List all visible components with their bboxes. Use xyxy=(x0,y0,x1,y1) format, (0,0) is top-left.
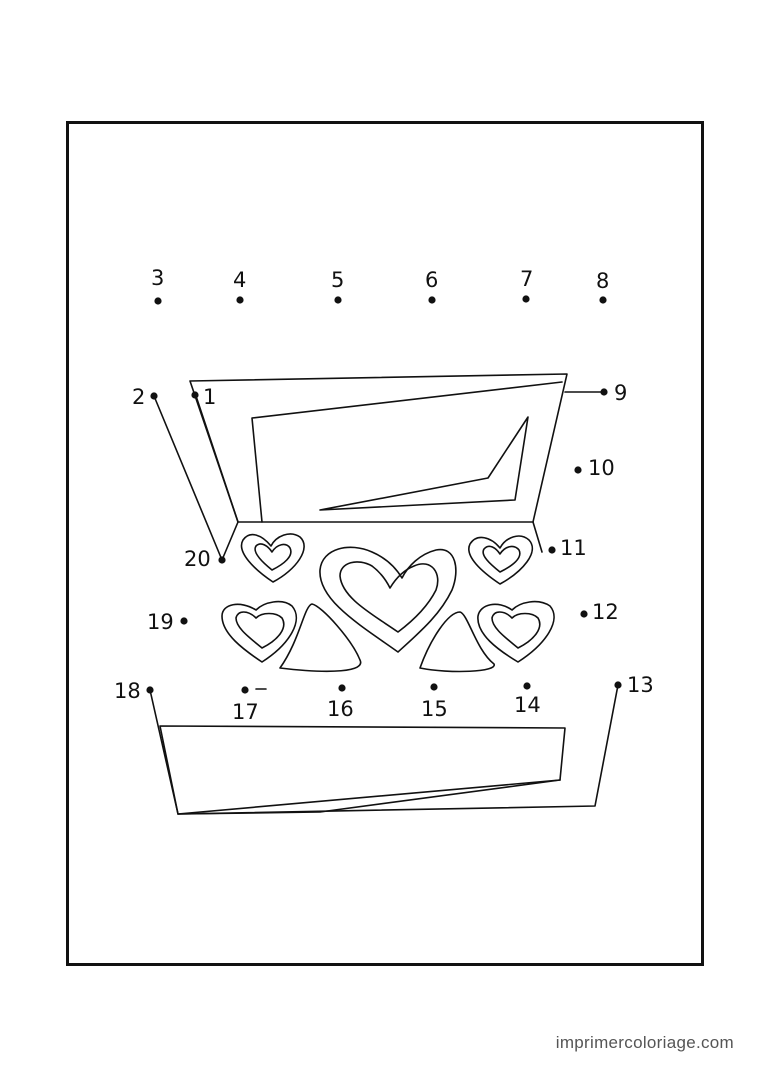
lid-fold xyxy=(319,416,529,511)
dot-11 xyxy=(548,546,556,554)
dot-2 xyxy=(150,392,158,400)
dot-label-11: 11 xyxy=(560,536,587,560)
dots xyxy=(146,295,622,694)
petal-right xyxy=(419,611,495,673)
dot-label-6: 6 xyxy=(425,268,438,292)
heart-small-right-top-inner xyxy=(482,545,521,573)
dot-label-9: 9 xyxy=(614,381,627,405)
dot-10 xyxy=(574,466,582,474)
dot-6 xyxy=(428,296,436,304)
dot-label-5: 5 xyxy=(331,268,344,292)
heart-big xyxy=(319,546,457,653)
basket-base-sides xyxy=(149,684,619,815)
dot-label-20: 20 xyxy=(184,547,211,571)
dot-label-16: 16 xyxy=(327,697,354,721)
dot-16 xyxy=(338,684,346,692)
dot-7 xyxy=(522,295,530,303)
dot-label-12: 12 xyxy=(592,600,619,624)
dot-14 xyxy=(523,682,531,690)
dot-13 xyxy=(614,681,622,689)
basket-base-front xyxy=(159,725,566,815)
dot-label-1: 1 xyxy=(203,385,216,409)
dot-8 xyxy=(599,296,607,304)
dot-labels: 1 2 3 4 5 6 7 8 9 10 11 12 13 14 15 16 1… xyxy=(114,266,654,724)
dot-9 xyxy=(600,388,608,396)
dot-label-15: 15 xyxy=(421,697,448,721)
dot-label-10: 10 xyxy=(588,456,615,480)
dot-label-8: 8 xyxy=(596,269,609,293)
dot-4 xyxy=(236,296,244,304)
dot-label-7: 7 xyxy=(520,267,533,291)
dot-15 xyxy=(430,683,438,691)
dot-label-19: 19 xyxy=(147,610,174,634)
basket-outline xyxy=(149,373,619,815)
heart-big-inner xyxy=(339,561,439,633)
lid-inner-panel xyxy=(251,381,563,523)
dot-12 xyxy=(580,610,588,618)
dot-1 xyxy=(191,391,199,399)
petal-left xyxy=(279,603,362,673)
heart-mid-right-inner xyxy=(491,611,541,649)
line-2-20 xyxy=(153,395,223,561)
trim-band xyxy=(221,521,543,561)
dot-19 xyxy=(180,617,188,625)
dot-label-4: 4 xyxy=(233,268,246,292)
heart-small-left-top-inner xyxy=(254,543,292,571)
dot-label-14: 14 xyxy=(514,693,541,717)
dot-label-3: 3 xyxy=(151,266,164,290)
dot-label-2: 2 xyxy=(132,385,145,409)
site-credit: imprimercoloriage.com xyxy=(555,1033,734,1052)
dot-3 xyxy=(154,297,162,305)
dot-17 xyxy=(241,686,249,694)
heart-small-left-top xyxy=(240,533,305,583)
dot-18 xyxy=(146,686,154,694)
page-border xyxy=(66,121,704,966)
dot-5 xyxy=(334,296,342,304)
heart-small-right-top xyxy=(468,535,534,585)
dot-20 xyxy=(218,556,226,564)
dot-label-17: 17 xyxy=(232,700,259,724)
heart-mid-left-inner xyxy=(235,611,285,649)
dot-label-13: 13 xyxy=(627,673,654,697)
basket-base-fold xyxy=(177,779,561,815)
dot-label-18: 18 xyxy=(114,679,141,703)
heart-mid-left xyxy=(221,600,298,663)
heart-mid-right xyxy=(477,600,555,663)
